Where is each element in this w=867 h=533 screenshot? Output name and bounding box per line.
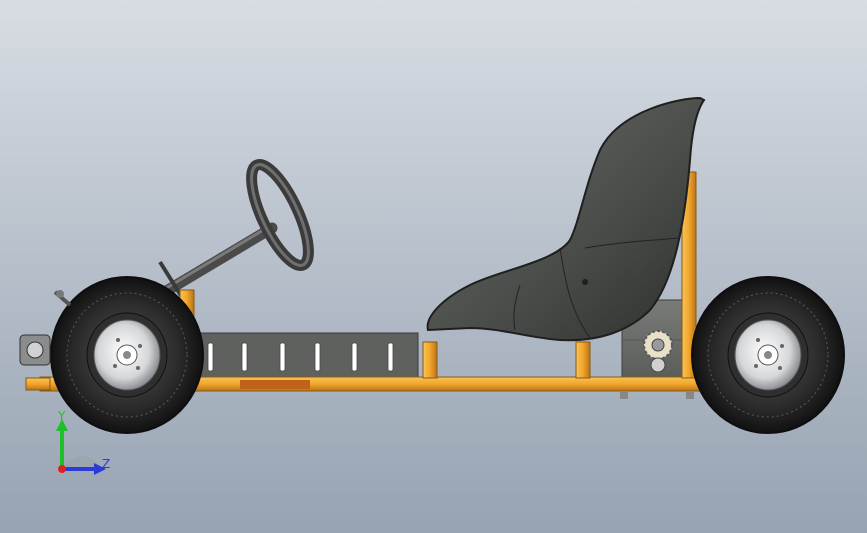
front-wheel[interactable] xyxy=(50,276,204,434)
coordinate-triad: Y Z xyxy=(30,405,140,495)
sprocket[interactable] xyxy=(643,330,673,373)
triad-svg xyxy=(56,419,106,475)
seat[interactable] xyxy=(426,96,706,342)
floor-plate[interactable] xyxy=(189,332,419,379)
y-axis-label: Y xyxy=(58,409,66,423)
rear-wheel[interactable] xyxy=(691,276,845,434)
x-axis-dot xyxy=(58,465,66,473)
z-axis-label: Z xyxy=(102,457,111,471)
front-spindle xyxy=(19,290,72,366)
steering-wheel[interactable] xyxy=(240,158,319,273)
